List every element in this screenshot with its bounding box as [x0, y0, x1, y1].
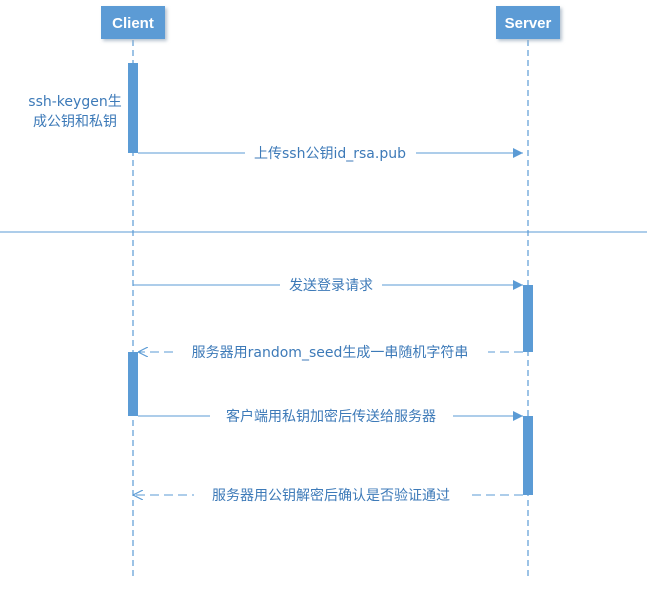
message-encrypt: 客户端用私钥加密后传送给服务器 [138, 406, 523, 426]
server-participant: Server [496, 6, 560, 39]
message-verify: 服务器用公钥解密后确认是否验证通过 [133, 485, 523, 505]
login-label: 发送登录请求 [289, 278, 373, 294]
client-label: Client [112, 15, 154, 32]
client-activation-1 [128, 63, 138, 153]
encrypt-label: 客户端用私钥加密后传送给服务器 [226, 408, 436, 425]
server-activation-2 [523, 416, 533, 495]
server-activation-1 [523, 285, 533, 352]
client-activation-2 [128, 352, 138, 416]
seed-label: 服务器用random_seed生成一串随机字符串 [192, 345, 469, 361]
note-line-1: ssh-keygen生 [28, 94, 121, 110]
note-line-2: 成公钥和私钥 [33, 114, 117, 130]
message-login: 发送登录请求 [133, 275, 523, 295]
verify-label: 服务器用公钥解密后确认是否验证通过 [212, 487, 450, 504]
message-seed: 服务器用random_seed生成一串随机字符串 [138, 342, 523, 362]
upload-label: 上传ssh公钥id_rsa.pub [254, 146, 406, 162]
message-upload: 上传ssh公钥id_rsa.pub [138, 143, 523, 163]
server-label: Server [505, 15, 552, 32]
client-participant: Client [101, 6, 165, 39]
